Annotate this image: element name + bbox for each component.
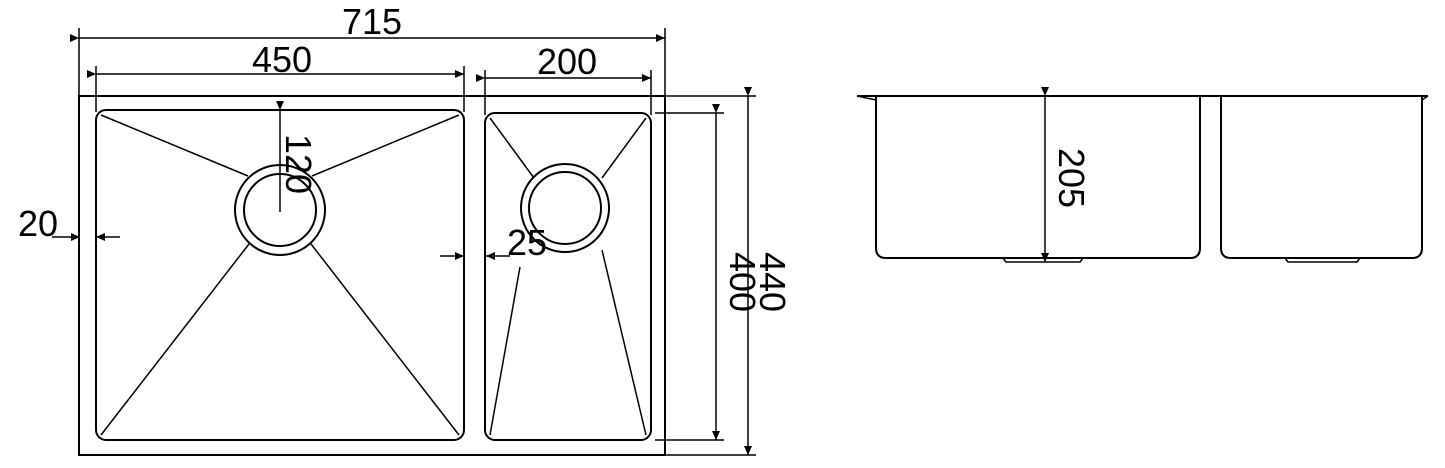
dim-bowl-height: 205 [1041, 87, 1092, 262]
sink-outline [78, 95, 666, 456]
small-bowl [484, 112, 652, 441]
dim-label-450: 450 [252, 39, 312, 80]
side-small-bowl [1220, 96, 1423, 259]
side-view: 205 [856, 87, 1429, 263]
dim-label-400: 400 [722, 252, 763, 312]
dim-edge-gap: 20 [18, 203, 120, 244]
top-view: 715 450 200 120 20 [18, 1, 793, 456]
dim-large-bowl-width: 450 [87, 39, 465, 112]
small-drain [520, 163, 610, 253]
dim-drain-offset: 120 [276, 101, 319, 212]
dim-label-200: 200 [537, 41, 597, 82]
dim-label-120: 120 [278, 134, 319, 194]
side-large-bowl [875, 96, 1201, 259]
dim-label-25: 25 [507, 222, 547, 263]
dim-overall-depth: 440 [665, 87, 793, 456]
dim-label-440: 440 [752, 252, 793, 312]
dim-small-bowl-width: 200 [476, 41, 652, 115]
dim-overall-width: 715 [70, 1, 666, 100]
dim-label-205: 205 [1051, 148, 1092, 208]
dim-label-715: 715 [342, 1, 402, 42]
dim-divider: 25 [440, 222, 547, 263]
dim-bowl-depth: 400 [655, 104, 763, 441]
dim-label-20: 20 [18, 203, 58, 244]
